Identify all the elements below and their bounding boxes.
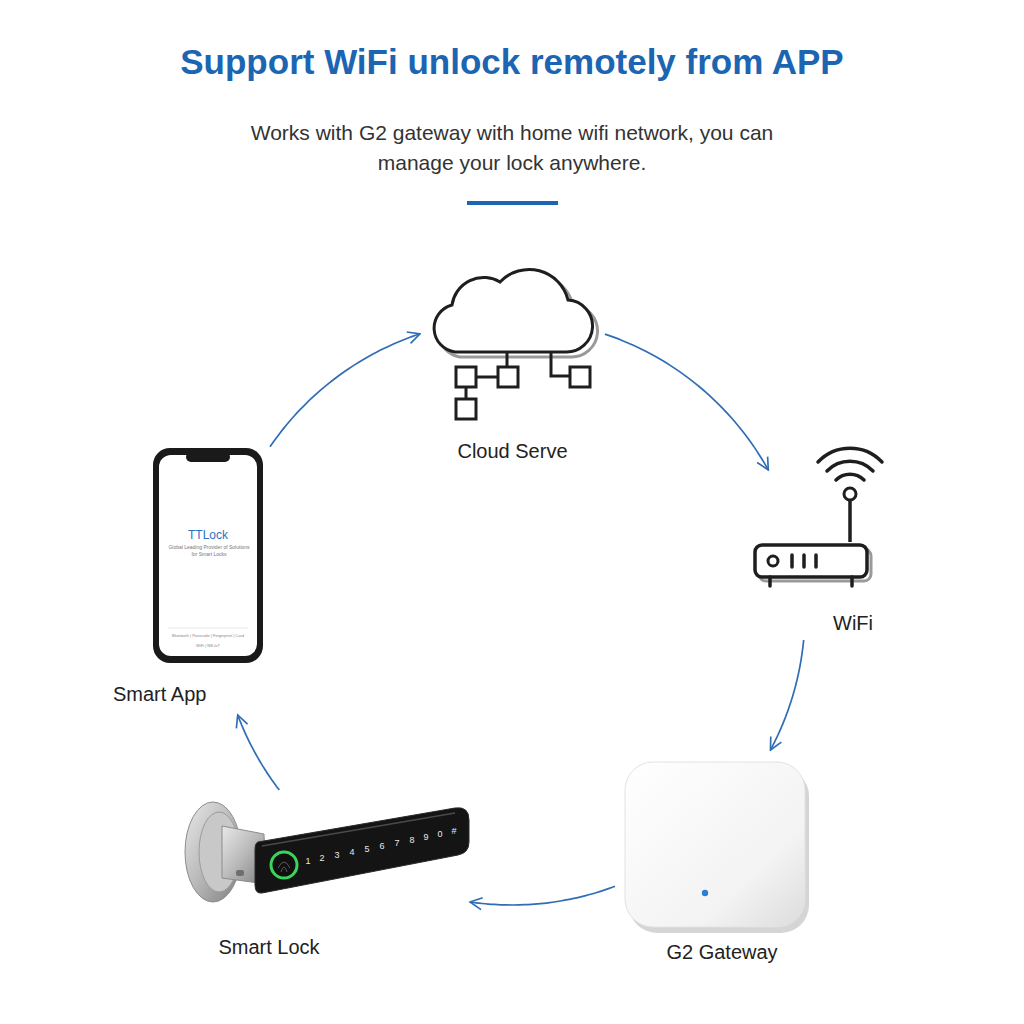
network-node	[456, 367, 476, 387]
flow-arrow	[238, 715, 280, 790]
keypad-digit: 4	[346, 846, 358, 858]
cloud-icon	[434, 269, 597, 419]
keypad-digit: 5	[361, 843, 373, 855]
screen-text: Bluetooth | Passcode | Fingerprint | Car…	[160, 633, 256, 639]
keypad-digit: 0	[434, 828, 446, 840]
gateway-node: G2 Gateway	[615, 750, 815, 970]
wifi-router-node: WiFi	[755, 470, 880, 640]
network-lines	[466, 352, 570, 399]
flow-arrow	[470, 886, 615, 905]
network-node	[570, 367, 590, 387]
node-label: G2 Gateway	[622, 939, 822, 965]
phone-body	[153, 448, 263, 663]
router-icon	[755, 448, 882, 586]
flow-arrow	[605, 334, 768, 470]
screen-text: WiFi | NB-IoT	[160, 643, 256, 649]
phone-illustration	[153, 448, 263, 663]
keypad-digit: 2	[316, 852, 328, 864]
router-details	[770, 555, 852, 586]
gateway-body	[625, 762, 805, 927]
router-led	[768, 556, 778, 566]
screen-divider	[168, 628, 248, 629]
router-body	[755, 545, 867, 577]
gateway-led	[702, 890, 708, 896]
antenna	[848, 500, 852, 542]
flow-arrow	[770, 640, 803, 750]
gateway-illustration	[625, 762, 809, 933]
diagram-title: Support WiFi unlock remotely from APP	[0, 40, 1024, 84]
fingerprint-sensor	[271, 852, 297, 878]
fingerprint-lines	[278, 862, 290, 872]
app-node: Smart App TTLockGlobal Leading Provider o…	[110, 440, 270, 715]
screen-text: Global Leading Provider of Solutions for…	[165, 544, 253, 558]
cloud-outline	[434, 269, 592, 352]
node-label: Smart Lock	[199, 934, 339, 960]
keypad-digit: 1	[302, 855, 314, 867]
keypad-digit: 6	[376, 840, 388, 852]
node-label: Cloud Serve	[420, 438, 605, 464]
keypad-digit: 7	[391, 837, 403, 849]
network-node	[498, 367, 518, 387]
network-node	[456, 399, 476, 419]
lock-illustration	[185, 802, 469, 902]
lock-lever	[255, 808, 469, 893]
keypad-digit: 9	[420, 831, 432, 843]
lever-highlight	[262, 813, 455, 846]
flow-arrow	[270, 334, 420, 447]
antenna-tip	[844, 488, 856, 500]
wifi-waves	[818, 448, 882, 480]
lock-notch	[236, 870, 244, 876]
keypad-digit: #	[448, 825, 460, 837]
cloud-server-node: Cloud Serve	[420, 255, 605, 470]
keypad-digit: 8	[406, 834, 418, 846]
keypad-digit: 3	[331, 849, 343, 861]
screen-text: TTLock	[162, 528, 254, 542]
phone-screen	[159, 455, 257, 656]
node-label: Smart App	[113, 681, 273, 707]
smart-lock-node: Smart Lock	[175, 790, 470, 970]
title-underline	[467, 201, 558, 205]
node-label: WiFi	[813, 610, 893, 636]
phone-notch	[186, 452, 230, 462]
subtitle: Works with G2 gateway with home wifi net…	[242, 118, 782, 178]
